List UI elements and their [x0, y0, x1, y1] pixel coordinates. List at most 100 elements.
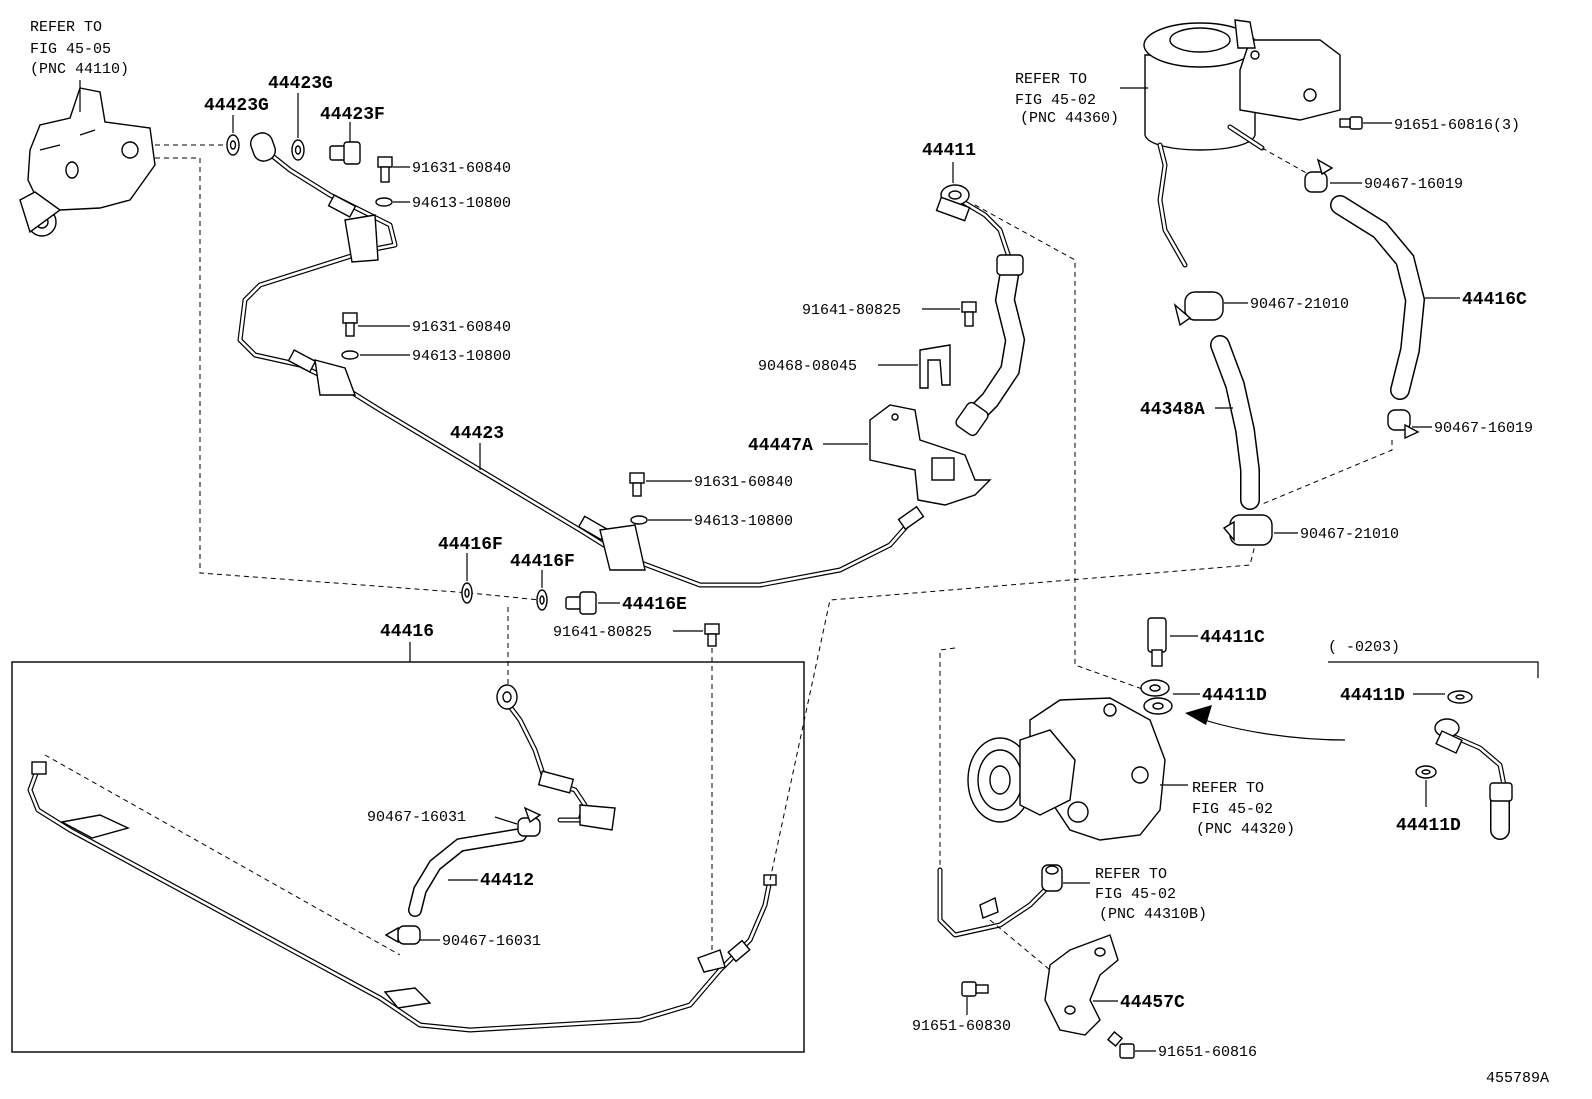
label-0203-range: ( -0203)	[1328, 639, 1400, 656]
svg-text:FIG 45-02: FIG 45-02	[1192, 801, 1273, 818]
label-44423f: 44423F	[320, 105, 385, 125]
union-bolt-44411c	[1147, 617, 1167, 667]
ref-fig-45-02-44310b-text: REFER TO FIG 45-02 (PNC 44310B)	[1095, 866, 1207, 923]
label-90467-16019-b: 90467-16019	[1434, 420, 1533, 437]
label-44411c: 44411C	[1200, 628, 1265, 648]
suction-pipe-illustration	[937, 864, 1063, 938]
label-44447a: 44447A	[748, 436, 813, 456]
dashed-guide	[155, 157, 541, 601]
label-91631-60840-2: 91631-60840	[412, 319, 511, 336]
label-91651-60816: 91651-60816	[1158, 1044, 1257, 1061]
washer-94613-10800-3	[630, 515, 648, 525]
svg-text:REFER TO: REFER TO	[1095, 866, 1167, 883]
label-90467-21010-b: 90467-21010	[1300, 526, 1399, 543]
svg-text:FIG 45-02: FIG 45-02	[1095, 886, 1176, 903]
label-44348a: 44348A	[1140, 400, 1205, 420]
pressure-pipe-44423	[237, 132, 925, 588]
bolt-91641-80825-a	[704, 623, 720, 647]
svg-text:(PNC 44110): (PNC 44110)	[30, 61, 129, 78]
svg-text:(PNC 44360): (PNC 44360)	[1020, 110, 1119, 127]
bolt-91631-60840-3	[629, 472, 645, 497]
bolt-91631-60840-1	[377, 156, 393, 183]
gasket-44411d-b	[1447, 690, 1473, 704]
label-94613-10800-2: 94613-10800	[412, 348, 511, 365]
label-94613-10800-1: 94613-10800	[412, 195, 511, 212]
arrow-head	[1185, 705, 1212, 725]
label-90467-16019-a: 90467-16019	[1364, 176, 1463, 193]
cooler-pipe-44416	[27, 761, 777, 1033]
dashed-guide	[44, 754, 401, 956]
label-44411: 44411	[922, 141, 976, 161]
dashed-guide	[939, 647, 956, 870]
gasket-44423g-right	[291, 139, 305, 161]
hose-44412	[408, 828, 527, 917]
union-bolt-44416e	[565, 591, 597, 615]
label-44411d-b: 44411D	[1340, 686, 1405, 706]
bolt-91651-60816-3	[1339, 116, 1363, 130]
label-91631-60840-1: 91631-60840	[412, 160, 511, 177]
label-44412: 44412	[480, 871, 534, 891]
label-91641-80825-a: 91641-80825	[553, 624, 652, 641]
clip-90468-08045	[919, 344, 951, 389]
gasket-44416f-a	[461, 582, 473, 604]
label-91641-80825-b: 91641-80825	[802, 302, 901, 319]
pressure-hose-44411	[935, 184, 1026, 437]
inset-pressure-pipe	[1434, 718, 1513, 840]
label-44411d-c: 44411D	[1396, 816, 1461, 836]
clamp-90467-16031-a	[517, 806, 542, 837]
label-91651-60830: 91651-60830	[912, 1018, 1011, 1035]
label-44457c: 44457C	[1120, 993, 1185, 1013]
label-44423g-b: 44423G	[268, 74, 333, 94]
diagram-id: 455789A	[1486, 1070, 1549, 1087]
label-44416f-b: 44416F	[510, 552, 575, 572]
washer-94613-10800-1	[375, 197, 393, 207]
washer-94613-10800-2	[341, 350, 359, 360]
label-44416e: 44416E	[622, 595, 687, 615]
dashed-guide	[1259, 440, 1393, 506]
svg-text:FIG 45-05: FIG 45-05	[30, 41, 111, 58]
bolt-91651-60830	[961, 981, 989, 997]
label-44411d-a: 44411D	[1202, 686, 1267, 706]
svg-text:REFER TO: REFER TO	[30, 19, 102, 36]
label-90467-16031-a: 90467-16031	[367, 809, 466, 826]
label-44416f-a: 44416F	[438, 535, 503, 555]
assembly-44416-box	[11, 661, 805, 1053]
clamp-90467-16019-b	[1387, 409, 1420, 440]
label-90467-21010-a: 90467-21010	[1250, 296, 1349, 313]
ref-fig-45-02-44360-text: REFER TO FIG 45-02 (PNC 44360)	[1015, 71, 1119, 127]
bracket-44447a	[869, 404, 992, 506]
dashed-guide	[974, 204, 1146, 691]
svg-text:FIG 45-02: FIG 45-02	[1015, 92, 1096, 109]
label-44416: 44416	[380, 622, 434, 642]
gasket-44411d-c	[1415, 765, 1437, 779]
dashed-guide	[769, 544, 1256, 881]
bracket-44457c	[1044, 934, 1119, 1036]
svg-text:(PNC 44320): (PNC 44320)	[1196, 821, 1295, 838]
svg-text:REFER TO: REFER TO	[1015, 71, 1087, 88]
bolt-91631-60840-2	[342, 312, 358, 337]
pump-illustration	[967, 697, 1166, 841]
hose-44416c	[1330, 195, 1426, 400]
label-90468-08045: 90468-08045	[758, 358, 857, 375]
label-44423g-a: 44423G	[204, 96, 269, 116]
clamp-90467-21010-a	[1173, 291, 1224, 327]
union-bolt-44423f	[329, 141, 361, 165]
svg-text:(PNC 44310B): (PNC 44310B)	[1099, 906, 1207, 923]
ref-fig-45-05-text: REFER TO FIG 45-05 (PNC 44110)	[30, 19, 129, 78]
label-44423: 44423	[450, 424, 504, 444]
arrow-line	[1189, 714, 1346, 741]
steering-gear-housing-illustration	[19, 87, 156, 237]
cooler-inlet-pipe	[496, 684, 616, 831]
clamp-90467-21010-b	[1222, 514, 1273, 546]
inset-bracket	[1328, 661, 1539, 678]
bolt-91651-60816	[1106, 1030, 1135, 1059]
gasket-44411d-a	[1140, 679, 1173, 715]
label-44416c: 44416C	[1462, 290, 1527, 310]
gasket-44423g-left	[226, 134, 240, 156]
gasket-44416f-b	[536, 589, 548, 611]
hose-44348a	[1210, 335, 1260, 510]
dashed-guide	[989, 919, 1051, 971]
clamp-90467-16031-b	[384, 925, 421, 945]
